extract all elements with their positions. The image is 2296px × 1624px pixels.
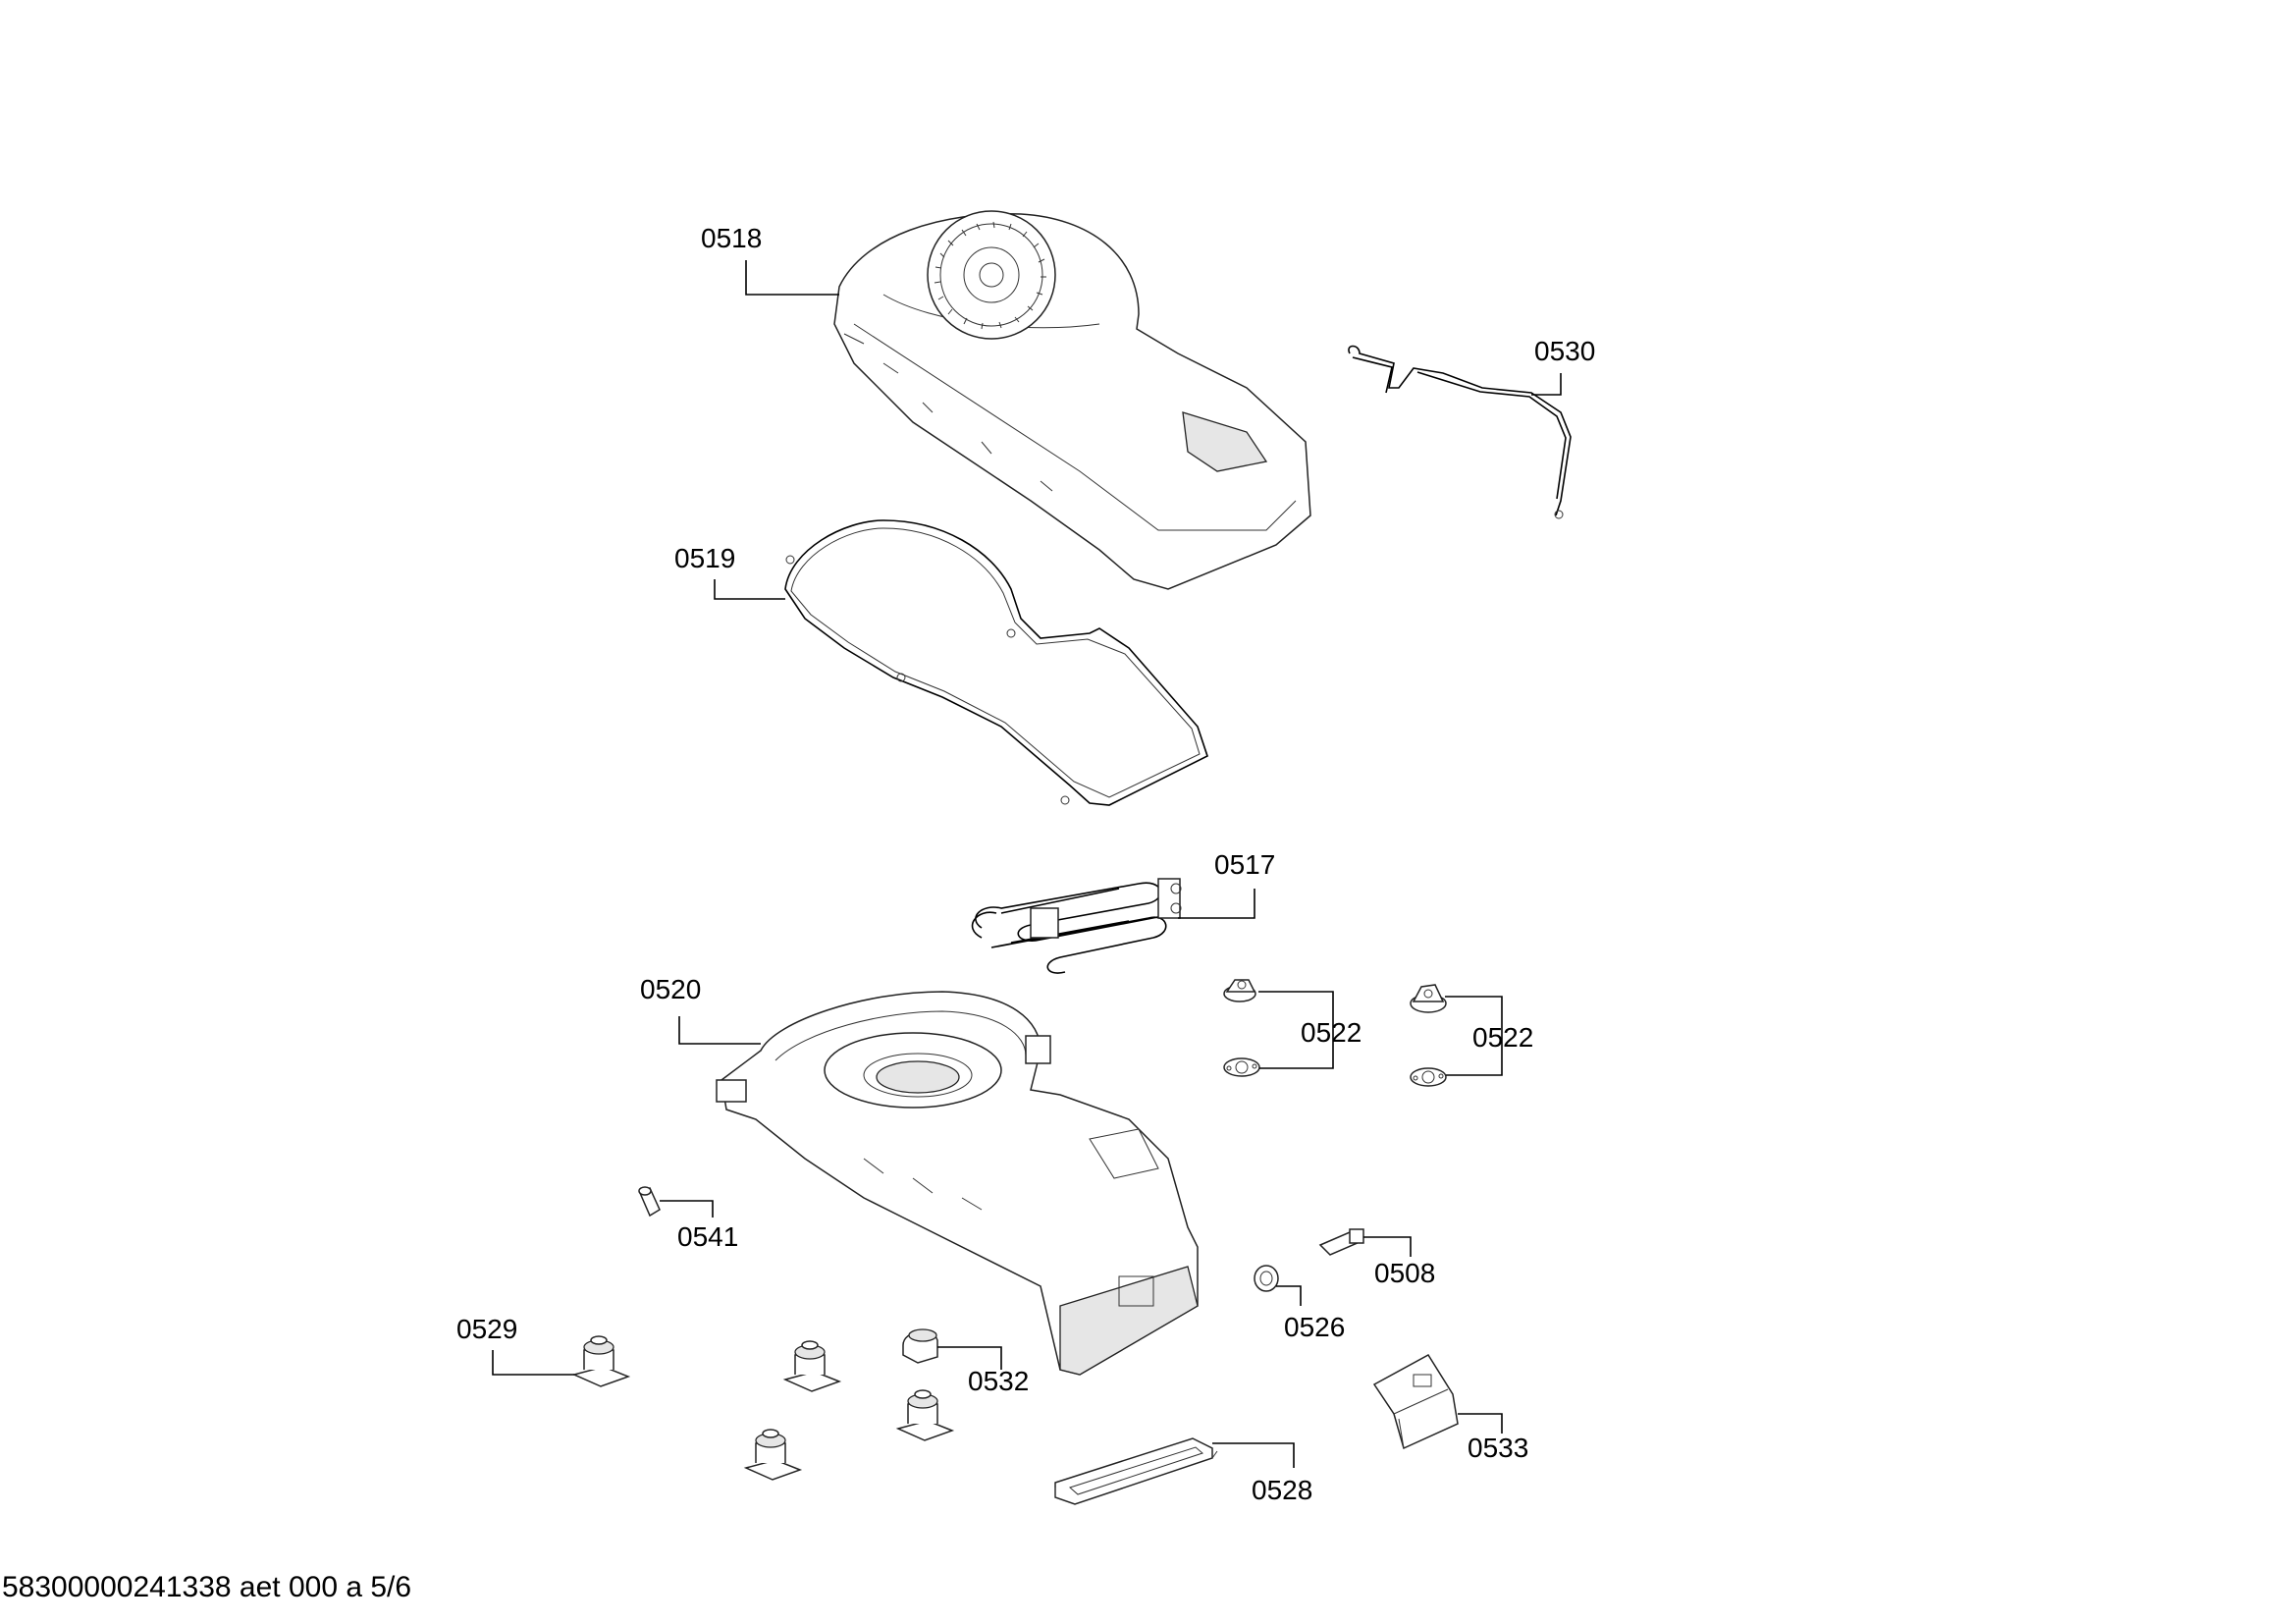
leader-0517 (1178, 889, 1255, 919)
leader-0530 (1531, 373, 1562, 396)
part-0526-grommet (1254, 1265, 1279, 1292)
label-0522-left: 0522 (1301, 1017, 1362, 1048)
label-0532: 0532 (968, 1366, 1029, 1396)
label-0519: 0519 (674, 543, 735, 573)
label-0522-right: 0522 (1472, 1022, 1533, 1053)
part-0533-bracket (1372, 1354, 1459, 1450)
part-labels: 0518 0519 0530 0517 0520 0522 0522 0541 … (456, 223, 1595, 1505)
part-0528-filter-tray (1054, 1437, 1218, 1505)
part-0532-cap (902, 1328, 938, 1364)
part-0541-plug (638, 1186, 661, 1218)
label-0529: 0529 (456, 1314, 517, 1344)
label-0520: 0520 (640, 974, 701, 1004)
part-0520-housing-base (716, 991, 1199, 1376)
document-footer-id: 58300000241338 aet 000 a 5/6 (2, 1571, 412, 1603)
leader-0526 (1276, 1285, 1302, 1306)
leader-0520 (678, 1016, 761, 1045)
leader-0518 (745, 260, 839, 296)
leader-0528 (1212, 1442, 1295, 1468)
label-0528: 0528 (1252, 1475, 1312, 1505)
leader-0522b (1445, 996, 1503, 1076)
part-0529-foot-c (895, 1389, 955, 1441)
part-0530-wire-bracket (1348, 345, 1572, 519)
leader-lines (492, 260, 1562, 1468)
leader-0508 (1363, 1236, 1412, 1257)
label-0508: 0508 (1374, 1258, 1435, 1288)
label-0526: 0526 (1284, 1312, 1345, 1342)
leader-0522a (1258, 991, 1334, 1069)
part-0529-foot-a (571, 1335, 631, 1387)
leader-0529 (492, 1350, 574, 1376)
leader-0533 (1458, 1413, 1503, 1434)
part-0529-foot-d (743, 1429, 803, 1481)
label-0518: 0518 (701, 223, 762, 253)
label-0530: 0530 (1534, 336, 1595, 366)
part-0517-heating-element (971, 878, 1182, 974)
part-0519-gasket (784, 519, 1208, 806)
label-0541: 0541 (677, 1221, 738, 1252)
part-0522-thermostat-pair-right (1410, 984, 1447, 1087)
label-0517: 0517 (1214, 849, 1275, 880)
leader-0541 (660, 1200, 714, 1218)
part-0508-sensor (1318, 1228, 1364, 1256)
label-0533: 0533 (1468, 1433, 1528, 1463)
part-0529-foot-b (782, 1340, 842, 1392)
part-0518-fan-cover (833, 210, 1311, 590)
leader-0532 (937, 1346, 1002, 1370)
part-0522-thermostat-pair-left (1223, 979, 1260, 1077)
leader-0519 (714, 579, 785, 600)
